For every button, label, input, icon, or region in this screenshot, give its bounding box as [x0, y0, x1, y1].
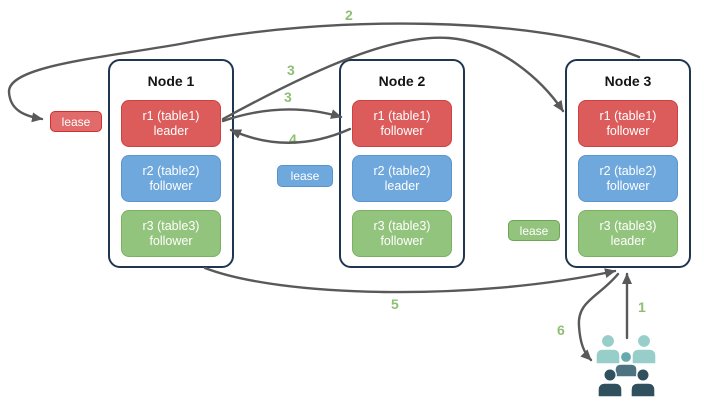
step-label-4: 4: [289, 131, 297, 147]
replica-role: follower: [149, 178, 193, 193]
replica-node1-r2: r2 (table2) follower: [121, 155, 221, 202]
step-label-6: 6: [557, 322, 565, 338]
replica-node1-r3: r3 (table3) follower: [121, 210, 221, 257]
replica-name: r3 (table3): [373, 218, 431, 233]
users-icon: [596, 333, 657, 397]
step-label-2: 2: [345, 7, 353, 23]
replica-node2-r2: r2 (table2) leader: [352, 155, 452, 202]
replica-role: leader: [610, 233, 646, 248]
arrow-step-2: [7, 22, 641, 123]
replica-name: r1 (table1): [599, 108, 657, 123]
replica-role: follower: [380, 233, 424, 248]
replica-role: follower: [380, 123, 424, 138]
replica-role: follower: [606, 178, 650, 193]
node-title: Node 2: [378, 73, 426, 89]
step-label-1: 1: [638, 299, 646, 315]
node-title: Node 3: [604, 73, 652, 89]
step-label-5: 5: [391, 296, 399, 312]
replica-role: follower: [606, 123, 650, 138]
arrow-step-5: [203, 266, 617, 294]
arrow-step-3-to-node2: [221, 108, 343, 123]
node-title: Node 1: [147, 73, 195, 89]
replica-node3-r3: r3 (table3) leader: [578, 210, 678, 257]
replica-role: leader: [153, 123, 189, 138]
replica-name: r1 (table1): [142, 108, 200, 123]
node-1: Node 1 r1 (table1) leader r2 (table2) fo…: [108, 59, 234, 268]
lease-badge-table1: lease: [50, 111, 102, 132]
replica-node2-r3: r3 (table3) follower: [352, 210, 452, 257]
replica-node2-r1: r1 (table1) follower: [352, 100, 452, 147]
replica-name: r3 (table3): [599, 218, 657, 233]
replica-name: r2 (table2): [142, 163, 200, 178]
lease-label: lease: [61, 114, 91, 129]
step-label-3-upper: 3: [287, 62, 295, 78]
replica-name: r1 (table1): [373, 108, 431, 123]
node-3: Node 3 r1 (table1) follower r2 (table2) …: [565, 59, 691, 268]
replica-name: r3 (table3): [142, 218, 200, 233]
replica-node1-r1: r1 (table1) leader: [121, 100, 221, 147]
replica-name: r2 (table2): [373, 163, 431, 178]
replica-node3-r1: r1 (table1) follower: [578, 100, 678, 147]
node-2: Node 2 r1 (table1) follower r2 (table2) …: [339, 59, 465, 268]
replica-role: leader: [384, 178, 420, 193]
lease-label: lease: [290, 169, 320, 183]
replica-node3-r2: r2 (table2) follower: [578, 155, 678, 202]
lease-badge-table2: lease: [277, 165, 333, 187]
step-label-3-lower: 3: [284, 89, 292, 105]
lease-badge-table3: lease: [508, 220, 560, 241]
replica-name: r2 (table2): [599, 163, 657, 178]
lease-label: lease: [519, 223, 549, 238]
replica-role: follower: [149, 233, 193, 248]
